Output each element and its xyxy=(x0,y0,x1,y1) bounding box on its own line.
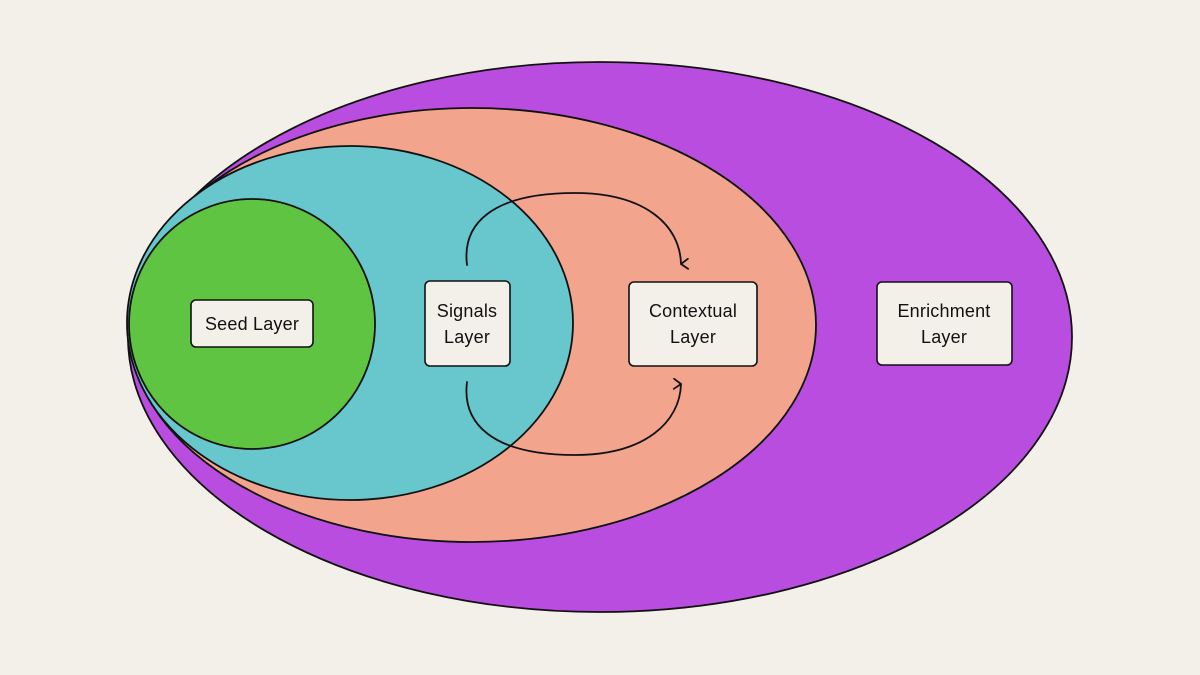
seed-layer-label: Seed Layer xyxy=(205,314,299,334)
signals-layer-box xyxy=(424,280,511,367)
signals-to-contextual-top-arrow xyxy=(465,192,690,270)
enrichment-layer-label-line1: Enrichment xyxy=(897,301,990,321)
contextual-layer-label-line1: Contextual xyxy=(649,301,737,321)
contextual-layer-label-line2: Layer xyxy=(670,327,716,347)
seed-layer-box xyxy=(190,299,314,348)
signals-layer-label-line1: Signals xyxy=(437,301,497,321)
enrichment-layer-node: Enrichment Layer xyxy=(876,281,1013,366)
signals-layer-node: Signals Layer xyxy=(424,280,511,367)
contextual-layer-node: Contextual Layer xyxy=(628,281,758,367)
signals-layer-label-line2: Layer xyxy=(444,327,490,347)
contextual-layer-box xyxy=(628,281,758,367)
enrichment-layer-label-line2: Layer xyxy=(921,327,967,347)
signals-to-contextual-bottom-arrow xyxy=(465,377,682,456)
seed-layer-node: Seed Layer xyxy=(190,299,314,348)
enrichment-layer-box xyxy=(876,281,1013,366)
